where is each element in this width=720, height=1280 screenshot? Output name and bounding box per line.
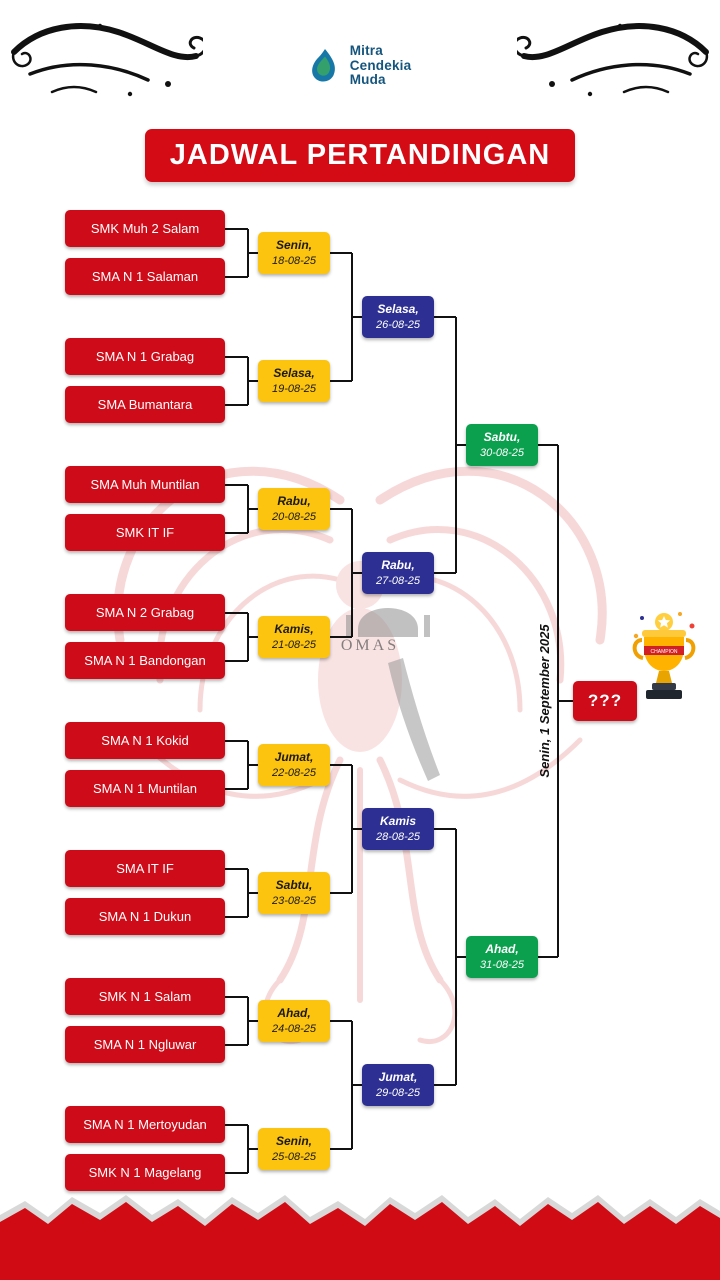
match-date: 30-08-25 bbox=[479, 446, 525, 459]
logo-line: Muda bbox=[349, 72, 386, 87]
logo-line: Cendekia bbox=[349, 57, 412, 73]
team-box: SMA N 1 Salaman bbox=[65, 258, 225, 295]
round1-match-box: Jumat, 22-08-25 bbox=[258, 744, 330, 786]
match-day: Sabtu, bbox=[483, 430, 521, 445]
match-date: 24-08-25 bbox=[271, 1022, 317, 1035]
team-box: SMA N 1 Dukun bbox=[65, 898, 225, 935]
match-date: 25-08-25 bbox=[271, 1150, 317, 1163]
team-box: SMA N 1 Ngluwar bbox=[65, 1026, 225, 1063]
team-box: SMA N 1 Grabag bbox=[65, 338, 225, 375]
logo-line: Mitra bbox=[349, 43, 383, 58]
team-box: SMA N 2 Grabag bbox=[65, 594, 225, 631]
match-day: Senin, bbox=[275, 1134, 312, 1149]
logo: Mitra Cendekia Muda bbox=[0, 43, 720, 88]
round1-match-box: Ahad, 24-08-25 bbox=[258, 1000, 330, 1042]
team-box: SMA IT IF bbox=[65, 850, 225, 887]
round1-match-box: Senin, 18-08-25 bbox=[258, 232, 330, 274]
match-date: 28-08-25 bbox=[375, 830, 421, 843]
semifinal-match-box: Ahad, 31-08-25 bbox=[466, 936, 538, 978]
match-day: Ahad, bbox=[277, 1006, 311, 1021]
svg-text:CHAMPION: CHAMPION bbox=[651, 649, 678, 655]
team-box: SMA N 1 Mertoyudan bbox=[65, 1106, 225, 1143]
match-date: 22-08-25 bbox=[271, 766, 317, 779]
match-day: Senin, bbox=[275, 238, 312, 253]
match-day: Selasa, bbox=[273, 366, 315, 381]
match-day: Jumat, bbox=[378, 1070, 418, 1085]
match-date: 19-08-25 bbox=[271, 382, 317, 395]
match-date: 27-08-25 bbox=[375, 574, 421, 587]
team-box: SMA N 1 Muntilan bbox=[65, 770, 225, 807]
round1-match-box: Kamis, 21-08-25 bbox=[258, 616, 330, 658]
match-day: Rabu, bbox=[277, 494, 311, 509]
final-date-label: Senin, 1 September 2025 bbox=[537, 624, 552, 778]
semifinal-match-box: Sabtu, 30-08-25 bbox=[466, 424, 538, 466]
round1-match-box: Senin, 25-08-25 bbox=[258, 1128, 330, 1170]
match-day: Ahad, bbox=[485, 942, 519, 957]
match-day: Kamis, bbox=[274, 622, 314, 637]
round1-match-box: Sabtu, 23-08-25 bbox=[258, 872, 330, 914]
logo-text: Mitra Cendekia Muda bbox=[349, 43, 412, 88]
round1-match-box: Selasa, 19-08-25 bbox=[258, 360, 330, 402]
emblem-watermark bbox=[346, 608, 440, 781]
team-box: SMK N 1 Salam bbox=[65, 978, 225, 1015]
match-day: Rabu, bbox=[381, 558, 415, 573]
team-box: SMK Muh 2 Salam bbox=[65, 210, 225, 247]
round1-match-box: Rabu, 20-08-25 bbox=[258, 488, 330, 530]
match-day: Kamis bbox=[379, 814, 417, 829]
match-date: 21-08-25 bbox=[271, 638, 317, 651]
flourish-top-right bbox=[517, 23, 709, 97]
match-day: Jumat, bbox=[274, 750, 314, 765]
page-title: JADWAL PERTANDINGAN bbox=[145, 129, 575, 182]
match-date: 20-08-25 bbox=[271, 510, 317, 523]
match-day: Selasa, bbox=[377, 302, 419, 317]
team-box: SMK N 1 Magelang bbox=[65, 1154, 225, 1191]
team-box: SMA N 1 Bandongan bbox=[65, 642, 225, 679]
trophy-icon: CHAMPION bbox=[632, 612, 696, 699]
quarterfinal-match-box: Kamis 28-08-25 bbox=[362, 808, 434, 850]
team-box: SMK IT IF bbox=[65, 514, 225, 551]
champion-placeholder-box: ??? bbox=[573, 681, 637, 721]
team-box: SMA Muh Muntilan bbox=[65, 466, 225, 503]
emblem-watermark-text: OMAS bbox=[340, 637, 400, 654]
flourish-top-left bbox=[11, 23, 203, 97]
logo-drop-icon bbox=[311, 48, 335, 82]
quarterfinal-match-box: Rabu, 27-08-25 bbox=[362, 552, 434, 594]
match-day: Sabtu, bbox=[275, 878, 313, 893]
match-date: 23-08-25 bbox=[271, 894, 317, 907]
team-box: SMA N 1 Kokid bbox=[65, 722, 225, 759]
match-date: 26-08-25 bbox=[375, 318, 421, 331]
quarterfinal-match-box: Jumat, 29-08-25 bbox=[362, 1064, 434, 1106]
match-date: 31-08-25 bbox=[479, 958, 525, 971]
torn-paper-edge bbox=[0, 1195, 720, 1280]
match-date: 29-08-25 bbox=[375, 1086, 421, 1099]
team-box: SMA Bumantara bbox=[65, 386, 225, 423]
match-date: 18-08-25 bbox=[271, 254, 317, 267]
quarterfinal-match-box: Selasa, 26-08-25 bbox=[362, 296, 434, 338]
